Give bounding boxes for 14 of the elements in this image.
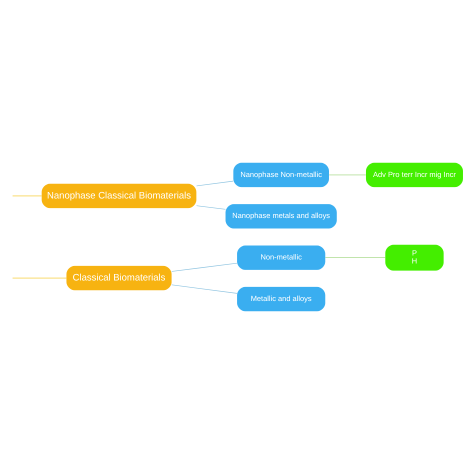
- connector: [328, 174, 366, 176]
- node-box: P H: [384, 244, 444, 271]
- connector: [170, 262, 237, 272]
- connector: [170, 284, 237, 294]
- node-box: Nanophase Non-metallic: [232, 162, 328, 188]
- node-box: Nanophase Classical Biomaterials: [41, 184, 196, 208]
- node-box: Classical Biomaterials: [66, 266, 172, 290]
- connector: [196, 180, 234, 186]
- node-box: Adv Pro terr Incr mig Incr: [365, 162, 462, 188]
- connector: [324, 257, 386, 258]
- node-box: Metallic and alloys: [236, 286, 325, 312]
- node-box: Non-metallic: [236, 245, 325, 270]
- connector: [196, 205, 226, 210]
- node-box: Nanophase metals and alloys: [225, 204, 336, 229]
